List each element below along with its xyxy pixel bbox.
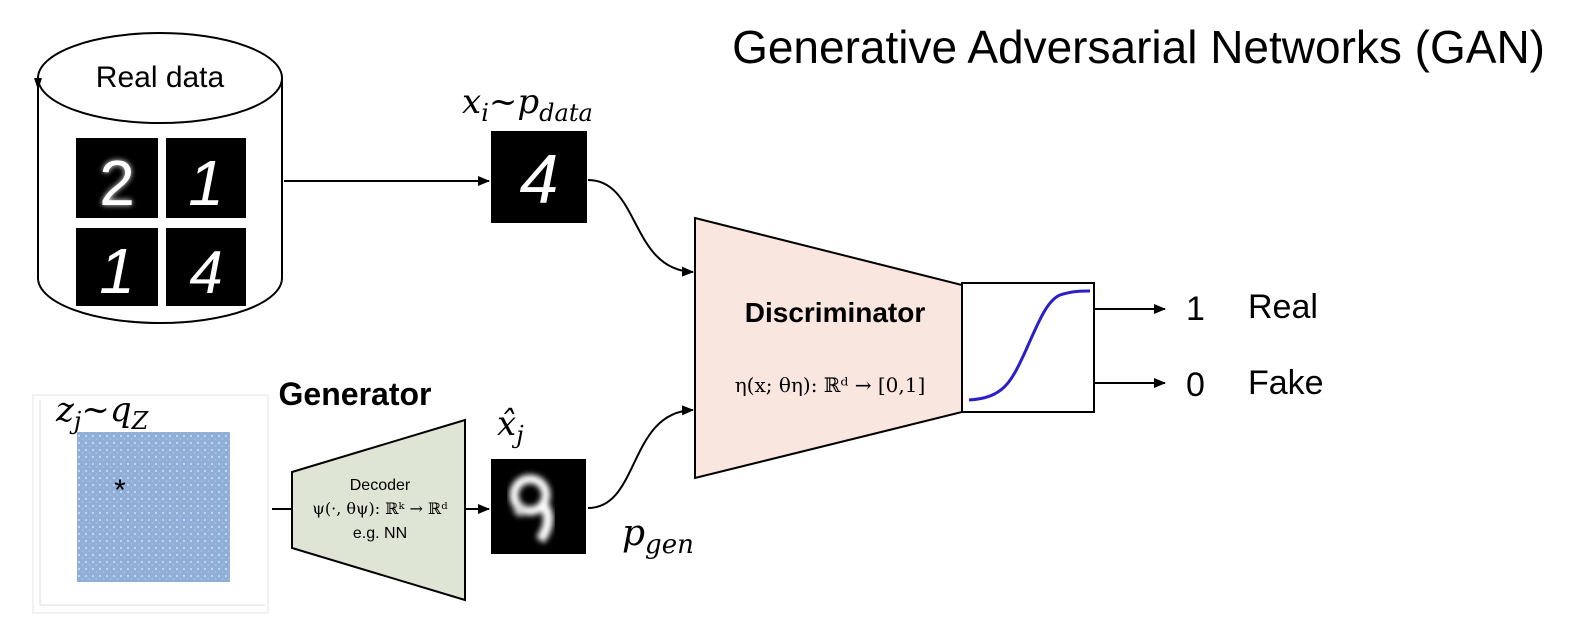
mnist-digit-tile: 4: [166, 228, 246, 306]
latent-label: zj~qZ: [55, 390, 150, 435]
mnist-digit-tile: 1: [166, 138, 246, 219]
svg-text:2: 2: [99, 147, 135, 219]
sigmoid-curve: [968, 289, 1091, 402]
real-sample-image: 4: [491, 131, 587, 223]
generator-title: Generator: [279, 376, 432, 412]
output-label-fake: Fake: [1248, 364, 1324, 402]
decoder-label: Decoder: [350, 477, 411, 494]
digit-2: 2: [99, 147, 135, 219]
real-sample-arrow: [587, 179, 694, 277]
fake-sample-arrow: [587, 405, 694, 509]
discriminator-title: Discriminator: [745, 297, 926, 328]
mnist-digit-tile: 2 2: [76, 138, 158, 219]
fake-sample-image: [491, 459, 586, 554]
decoder-example: e.g. NN: [353, 525, 407, 542]
output-value-fake: 0: [1186, 366, 1205, 404]
real-data-label: Real data: [96, 61, 225, 94]
fake-sample-label: x̂j: [497, 404, 524, 449]
output-value-real: 1: [1186, 290, 1205, 328]
generated-distribution-label: pgen: [622, 513, 694, 560]
digit-4: 4: [189, 239, 222, 306]
svg-text:4: 4: [520, 140, 559, 218]
decoder-formula: ψ(·, θψ): ℝᵏ → ℝᵈ: [312, 499, 448, 518]
latent-samples: [77, 432, 230, 582]
sigmoid-box: [961, 282, 1095, 413]
discriminator-formula: η(x; θη): ℝᵈ → [0,1]: [735, 373, 926, 397]
page-title: Generative Adversarial Networks (GAN): [732, 21, 1545, 73]
discriminator: Discriminator η(x; θη): ℝᵈ → [0,1]: [694, 216, 963, 480]
output-label-real: Real: [1248, 288, 1318, 326]
real-data-cylinder: Real data 2 2 1 1 4: [34, 32, 283, 324]
real-sample-label: xi~pdata: [462, 82, 593, 127]
mnist-digit-tile: 1: [76, 228, 158, 307]
digit-1: 1: [99, 235, 135, 307]
latent-space-plot: *: [32, 394, 269, 614]
generator-decoder: Decoder ψ(·, θψ): ℝᵏ → ℝᵈ e.g. NN: [291, 418, 466, 602]
digit-1: 1: [188, 147, 224, 219]
latent-point-marker: *: [114, 474, 126, 507]
